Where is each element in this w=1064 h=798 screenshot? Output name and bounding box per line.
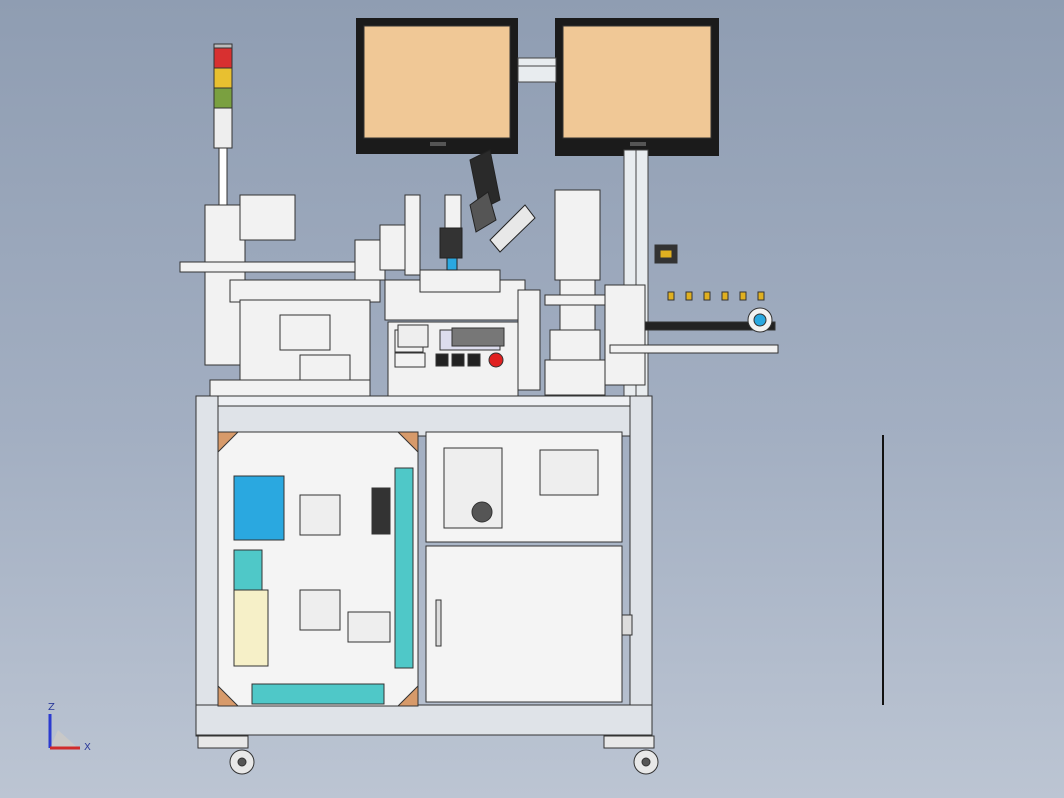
axes-triad: Z X <box>40 700 100 760</box>
upper-mechanism <box>179 189 646 399</box>
monitor-right <box>555 18 719 156</box>
axis-z-label: Z <box>48 702 55 713</box>
control-panel <box>397 324 505 368</box>
monitor-left <box>356 18 518 154</box>
emergency-stop-button <box>488 352 504 368</box>
axes-triad-svg <box>48 714 80 750</box>
axis-x-label: X <box>84 742 91 753</box>
casters <box>197 735 659 775</box>
electrical-cabinet <box>233 447 633 705</box>
camera-assembly <box>439 149 536 271</box>
signal-tower <box>213 43 233 209</box>
conveyor <box>609 244 779 354</box>
